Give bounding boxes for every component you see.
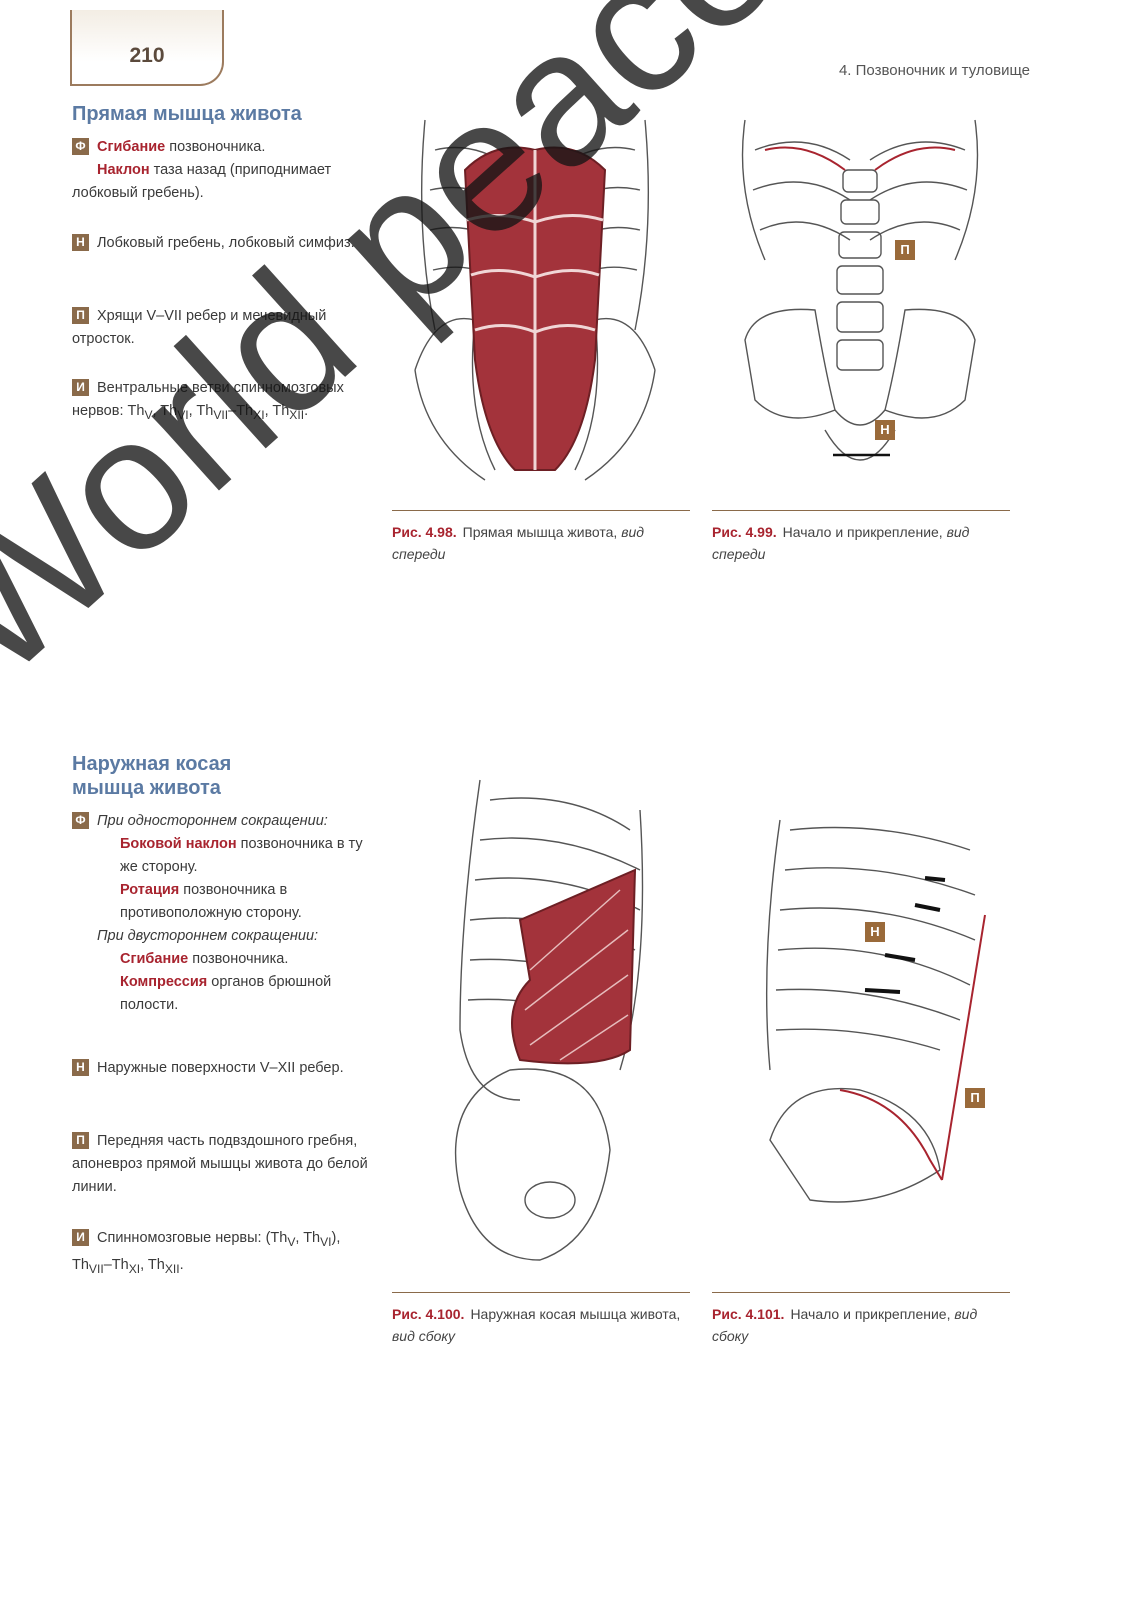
flexion-text: позвоночника. xyxy=(165,139,266,155)
fig-number: Рис. 4.101. xyxy=(712,1306,785,1322)
caption-fig-4-98: Рис. 4.98. Прямая мышца живота, вид спере… xyxy=(392,510,690,565)
sub-xii: XII xyxy=(289,407,305,422)
figure-rectus-front xyxy=(414,119,656,481)
chapter-heading: 4. Позвоночник и туловище xyxy=(838,62,1030,79)
caption-fig-4-99: Рис. 4.99. Начало и прикрепление, вид спе… xyxy=(712,510,1010,565)
section-title-external-oblique: Наружная косая мышца живота xyxy=(72,752,231,800)
insertion-text: Передняя часть подвздошного гребня, апон… xyxy=(72,1133,368,1195)
insertion-badge: П xyxy=(72,307,89,324)
function-badge: Ф xyxy=(72,812,89,829)
fig-number: Рис. 4.100. xyxy=(392,1306,465,1322)
tilt-term: Наклон xyxy=(97,162,150,178)
sub-vi: VI xyxy=(320,1234,332,1249)
figure-skeleton-front xyxy=(741,119,979,461)
origin-text: Наружные поверхности V–XII ребер. xyxy=(97,1060,344,1076)
insertion-tag-fig99: П xyxy=(895,240,915,260)
fig-text: Начало и прикрепление, xyxy=(782,524,947,540)
title-line-1: Наружная косая xyxy=(72,753,232,775)
sub-v: V xyxy=(287,1234,296,1249)
fig-view: вид сбоку xyxy=(712,1306,978,1344)
sub-xii: XII xyxy=(164,1261,180,1276)
section-title-rectus: Прямая мышца живота xyxy=(72,103,302,125)
sub-v: V xyxy=(144,407,153,422)
innervation-text: Вентральные ветви спинномозговых нервов:… xyxy=(72,380,344,419)
sub-xi: XI xyxy=(253,407,265,422)
innervation-badge: И xyxy=(72,379,89,396)
flexion-term: Сгибание xyxy=(120,951,189,967)
innervation-text: Спинномозговые нервы: (Th xyxy=(97,1230,288,1246)
figure-skeleton-side xyxy=(765,819,986,1203)
sub-vi: VI xyxy=(177,407,189,422)
origin-entry: Н Лобковый гребень, лобковый симфиз. xyxy=(72,232,372,255)
origin-badge: Н xyxy=(72,234,89,251)
figure-external-oblique-side xyxy=(454,779,644,1261)
caption-fig-4-101: Рис. 4.101. Начало и прикрепление, вид сб… xyxy=(712,1292,1010,1347)
innervation-badge: И xyxy=(72,1229,89,1246)
page-number: 210 xyxy=(129,44,165,67)
title-line-2: мышца живота xyxy=(72,777,221,799)
rotation-text: позвоночника в противоположную сторону. xyxy=(120,882,302,921)
origin-tag-fig99: Н xyxy=(875,420,895,440)
unilateral-label: При одностороннем сокращении: xyxy=(97,813,328,829)
lateral-flexion-text: позвоночника в ту же сторону. xyxy=(120,836,363,875)
tilt-text: таза назад (приподнимает лобковый гребен… xyxy=(72,162,332,201)
fig-view: вид спереди xyxy=(712,524,970,562)
fig-number: Рис. 4.98. xyxy=(392,524,457,540)
fig-text: Прямая мышца живота, xyxy=(462,524,622,540)
compression-text: органов брюшной полости. xyxy=(120,974,332,1013)
origin-badge: Н xyxy=(72,1059,89,1076)
sub-vii: VII xyxy=(88,1261,104,1276)
function-entry-2: Ф При одностороннем сокращении: Боковой н… xyxy=(72,810,372,1017)
page-number-tab: 210 xyxy=(70,10,224,86)
rotation-term: Ротация xyxy=(120,882,180,898)
function-badge: Ф xyxy=(72,138,89,155)
fig-text: Начало и прикрепление, xyxy=(790,1306,955,1322)
function-entry: Ф Сгибание позвоночника. Наклон таза наза… xyxy=(72,136,372,205)
sub-vii: VII xyxy=(213,407,229,422)
insertion-tag-fig101: П xyxy=(965,1088,985,1108)
flexion-term: Сгибание xyxy=(97,139,166,155)
sub-xi: XI xyxy=(128,1261,141,1276)
insertion-text: Хрящи V–VII ребер и мечевидный отросток. xyxy=(72,308,327,347)
fig-view: вид сбоку xyxy=(392,1328,455,1344)
origin-text: Лобковый гребень, лобковый симфиз. xyxy=(97,235,355,251)
fig-text: Наружная косая мышца живота, xyxy=(470,1306,681,1322)
fig-number: Рис. 4.99. xyxy=(712,524,777,540)
caption-fig-4-100: Рис. 4.100.Наружная косая мышца живота, … xyxy=(392,1292,690,1347)
fig-view: вид спереди xyxy=(392,524,645,562)
lateral-flexion-term: Боковой наклон xyxy=(120,836,237,852)
insertion-badge: П xyxy=(72,1132,89,1149)
origin-entry-2: Н Наружные поверхности V–XII ребер. xyxy=(72,1057,372,1080)
origin-tag-fig101: Н xyxy=(865,922,885,942)
compression-term: Компрессия xyxy=(120,974,208,990)
bilateral-label: При двустороннем сокращении: xyxy=(97,928,319,944)
flexion-text: позвоночника. xyxy=(188,951,289,967)
